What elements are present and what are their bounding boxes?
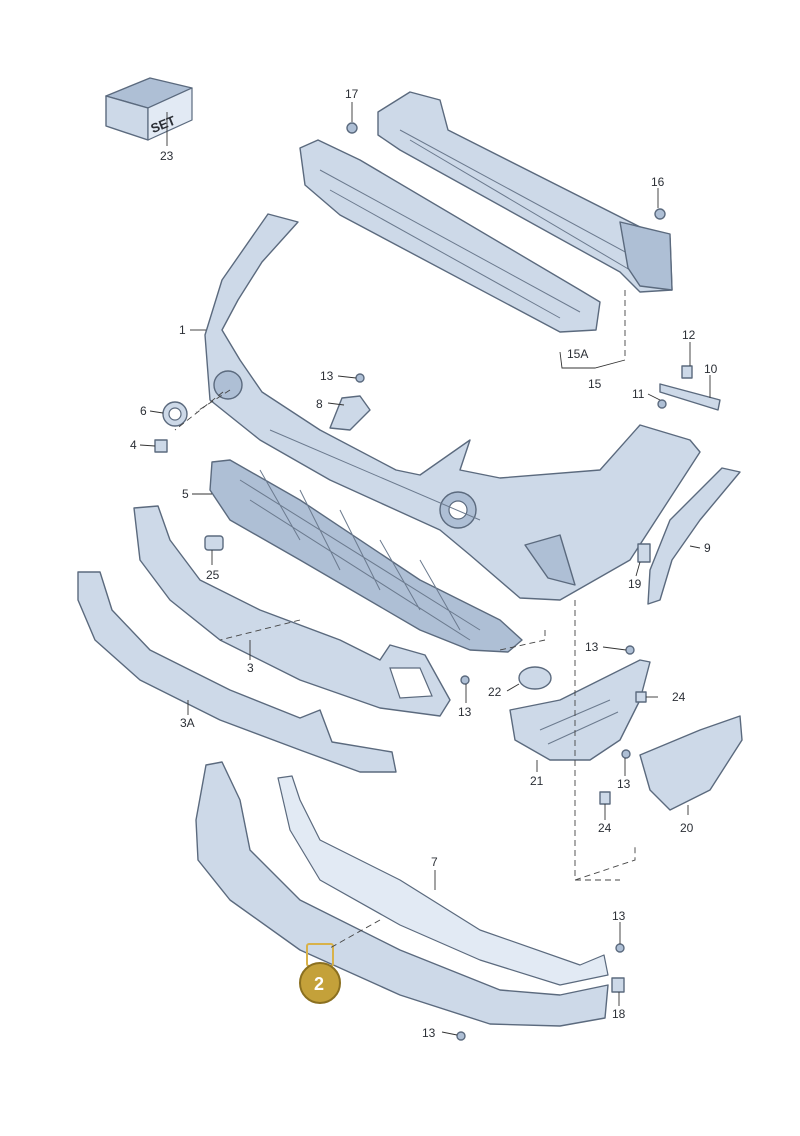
callout-9: 9	[704, 541, 711, 555]
bumper-reinforcement	[377, 91, 673, 293]
callout-1: 1	[179, 323, 186, 337]
wheel-arch-trim	[647, 467, 741, 605]
callout-24b: 24	[598, 821, 612, 835]
bolt-16	[654, 208, 666, 220]
callout-12: 12	[682, 328, 696, 342]
clip-12	[681, 365, 693, 379]
bumper-cover	[204, 213, 701, 601]
bracket-19	[637, 543, 651, 563]
callout-3: 3	[247, 661, 254, 675]
leader-lines	[139, 102, 711, 1036]
callout-13e: 13	[612, 909, 626, 923]
guide-lines	[174, 290, 636, 949]
screw-13b	[625, 645, 635, 655]
callout-13d: 13	[617, 777, 631, 791]
callout-13a: 13	[320, 369, 334, 383]
sensor-22	[518, 666, 552, 690]
callout-13c: 13	[458, 705, 472, 719]
screw-11	[657, 399, 667, 409]
callout-labels: 23 17 16 1 15A 15 13 8 6 4 5 25 3 3A 12 …	[130, 87, 718, 1040]
screw-13e	[615, 943, 625, 953]
callout-5: 5	[182, 487, 189, 501]
callout-16: 16	[651, 175, 665, 189]
part-2-badge[interactable]: 2	[299, 962, 341, 1004]
callout-8: 8	[316, 397, 323, 411]
callout-10: 10	[704, 362, 718, 376]
side-cover	[639, 715, 743, 811]
bracket-7	[277, 775, 609, 986]
callout-13b: 13	[585, 640, 599, 654]
set-box: SET	[105, 77, 193, 141]
callout-4: 4	[130, 438, 137, 452]
callout-21: 21	[530, 774, 544, 788]
callout-3a: 3A	[180, 716, 195, 730]
callout-24a: 24	[672, 690, 686, 704]
nut-24a	[635, 691, 647, 703]
callout-17: 17	[345, 87, 359, 101]
callout-19: 19	[628, 577, 642, 591]
clip-4	[154, 439, 168, 453]
screw-13c	[460, 675, 470, 685]
front-spoiler-3a	[77, 571, 397, 773]
energy-absorber	[299, 139, 601, 333]
callout-23: 23	[160, 149, 174, 163]
bracket-8	[329, 395, 371, 431]
lower-trim	[133, 505, 451, 717]
nut-24b	[599, 791, 611, 805]
callout-11: 11	[632, 387, 645, 401]
screw-13f	[456, 1031, 466, 1041]
screw-13a	[355, 373, 365, 383]
callout-6: 6	[140, 404, 147, 418]
callout-20: 20	[680, 821, 694, 835]
callout-25: 25	[206, 568, 220, 582]
callout-15: 15	[588, 377, 602, 391]
radiator-grille	[209, 459, 523, 653]
clip-18	[611, 977, 625, 993]
bolt-17	[346, 122, 358, 134]
callout-18: 18	[612, 1007, 626, 1021]
lower-panel-2	[195, 761, 609, 1027]
callout-13f: 13	[422, 1026, 436, 1040]
trim-strip-10	[659, 383, 721, 411]
clip-25	[204, 535, 224, 551]
screw-13d	[621, 749, 631, 759]
callout-15a: 15A	[567, 347, 588, 361]
callout-7: 7	[431, 855, 438, 869]
callout-22: 22	[488, 685, 502, 699]
badge-label: 2	[314, 974, 324, 994]
